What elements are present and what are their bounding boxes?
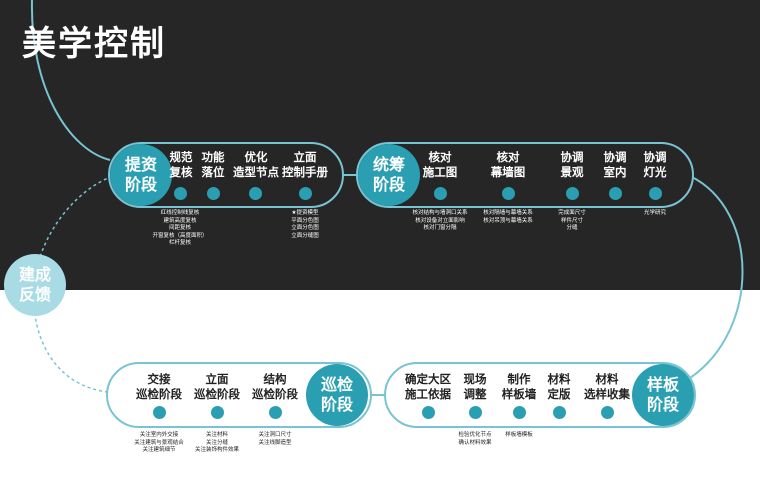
step-dot (299, 187, 312, 200)
stage-circle-yangban: 样板 阶段 (632, 364, 694, 426)
step-dot (553, 406, 566, 419)
step-dot (566, 187, 579, 200)
step-label: 协调 景观 (560, 150, 584, 179)
flow-line-intro (30, 0, 111, 161)
step-note: 完成面尺寸 样件尺寸 分缝 (558, 210, 586, 231)
step-label: 核对 施工图 (422, 150, 458, 179)
step-dot (211, 406, 224, 419)
step-dot (601, 406, 614, 419)
page-title: 美学控制 (22, 24, 166, 64)
step-note: ★提资模型 平面分色图 立面分色图 立面分缝图 (291, 210, 319, 239)
step-dot (513, 406, 526, 419)
step-note: 关注材料 关注分缝 关注装饰构件效果 (194, 432, 239, 453)
step-label: 制作 样板墙 (501, 372, 537, 401)
step-label: 核对 幕墙图 (490, 150, 526, 179)
stage-circle-feedback: 建成 反馈 (4, 254, 66, 316)
step-note: 关注室内外交接 关注建筑与景观结合 关注建筑细节 (134, 432, 184, 453)
step-dot (269, 406, 282, 419)
step-dot (422, 406, 435, 419)
step-label: 协调 灯光 (643, 150, 667, 179)
step-note: 关注洞口尺寸 关注线脚造型 (258, 432, 292, 446)
step-dot (502, 187, 515, 200)
step-label: 材料 定版 (547, 372, 571, 401)
step-label: 结构 巡检阶段 (252, 372, 298, 401)
stage-circle-xunjian: 巡检 阶段 (306, 364, 368, 426)
step-dot (469, 406, 482, 419)
step-label: 确定大区 施工依据 (405, 372, 451, 401)
step-label: 材料 选样收集 (584, 372, 630, 401)
flow-line-right (689, 175, 744, 379)
step-note: 核对隔墙与幕墙关系 核对吊顶与幕墙关系 (483, 210, 533, 224)
step-note: 光学研究 (643, 210, 666, 216)
step-label: 优化 造型节点 (233, 150, 279, 179)
step-note: 核对结构与墙洞口关系 核对设备对立面影响 核对门窗分隔 (412, 210, 468, 231)
step-dot (649, 187, 662, 200)
step-dot (249, 187, 262, 200)
step-dot (434, 187, 447, 200)
step-label: 协调 室内 (603, 150, 627, 179)
step-label: 现场 调整 (463, 372, 487, 401)
stage-circle-tizi: 提资 阶段 (110, 144, 172, 206)
step-label: 立面 巡检阶段 (194, 372, 240, 401)
step-note: 检验优化节点 确认材料效果 (458, 432, 492, 446)
step-dot (609, 187, 622, 200)
step-label: 功能 落位 (201, 150, 225, 179)
step-label: 规范 复核 (169, 150, 193, 179)
stage-circle-tongchou: 统筹 阶段 (358, 144, 420, 206)
step-dot (174, 187, 187, 200)
step-label: 交接 巡检阶段 (136, 372, 182, 401)
step-note: 红线控制线复核 建筑高度复核 间距复核 开窗复核（高度面积） 栏杆复核 (152, 210, 208, 246)
step-label: 立面 控制手册 (282, 150, 328, 179)
step-note: 样板墙模板 (505, 432, 533, 438)
step-dot (153, 406, 166, 419)
step-dot (207, 187, 220, 200)
